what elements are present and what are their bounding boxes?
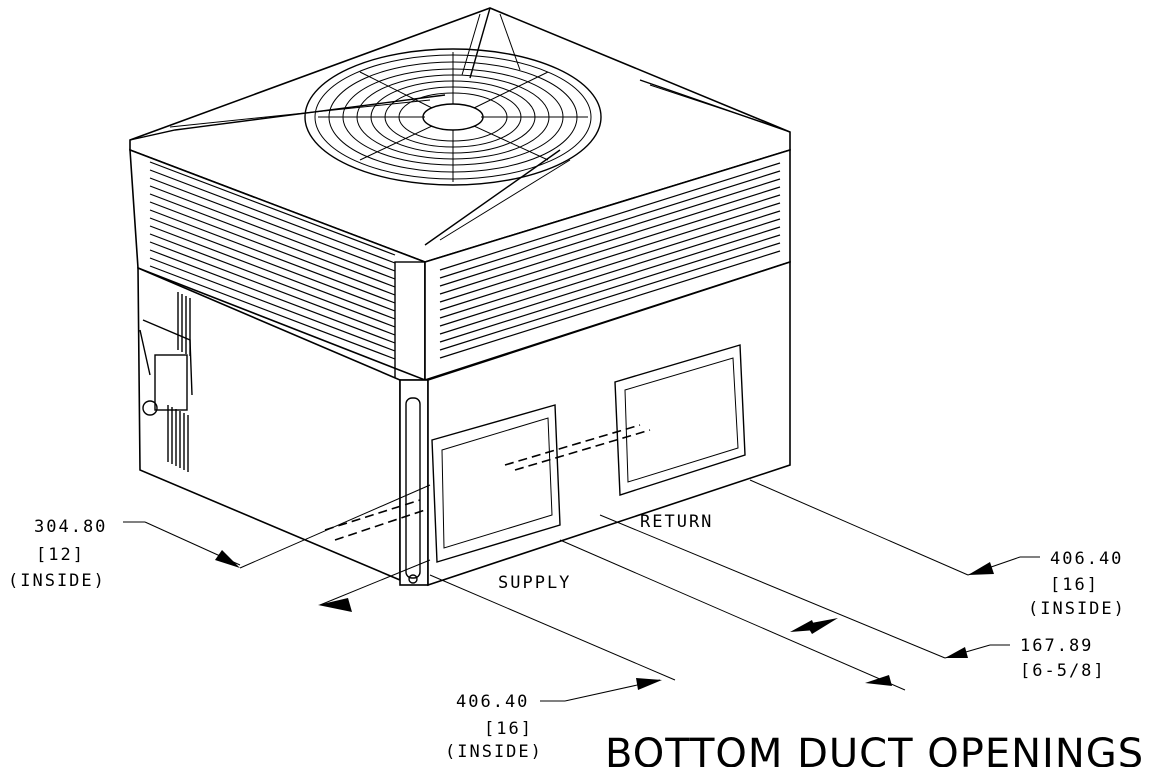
supply-label: SUPPLY <box>498 573 571 593</box>
fan-guard <box>304 48 602 186</box>
dimension-lines <box>123 479 1040 702</box>
left-dim-value: 304.80 <box>34 517 107 537</box>
right-grille <box>424 148 791 382</box>
spacing-dim-imperial: [6-5/8] <box>1020 661 1106 681</box>
bottom-dim-value: 406.40 <box>456 692 529 712</box>
left-dim-imperial: [12] <box>36 545 85 565</box>
right-dim-imperial: [16] <box>1050 575 1099 595</box>
bottom-dim-imperial: [16] <box>484 719 533 739</box>
spacing-dim-value: 167.89 <box>1020 636 1093 656</box>
left-grille <box>129 148 426 382</box>
labels: RETURN SUPPLY 304.80 [12] (INSIDE) 406.4… <box>8 512 1144 767</box>
return-label: RETURN <box>640 512 713 532</box>
drawing-title: BOTTOM DUCT OPENINGS <box>605 731 1144 767</box>
right-dim-value: 406.40 <box>1050 549 1123 569</box>
right-body-panel <box>324 260 791 587</box>
left-dim-note: (INSIDE) <box>8 571 106 591</box>
corner-post <box>399 379 429 586</box>
bottom-dim-note: (INSIDE) <box>445 742 543 762</box>
right-dim-note: (INSIDE) <box>1028 599 1126 619</box>
